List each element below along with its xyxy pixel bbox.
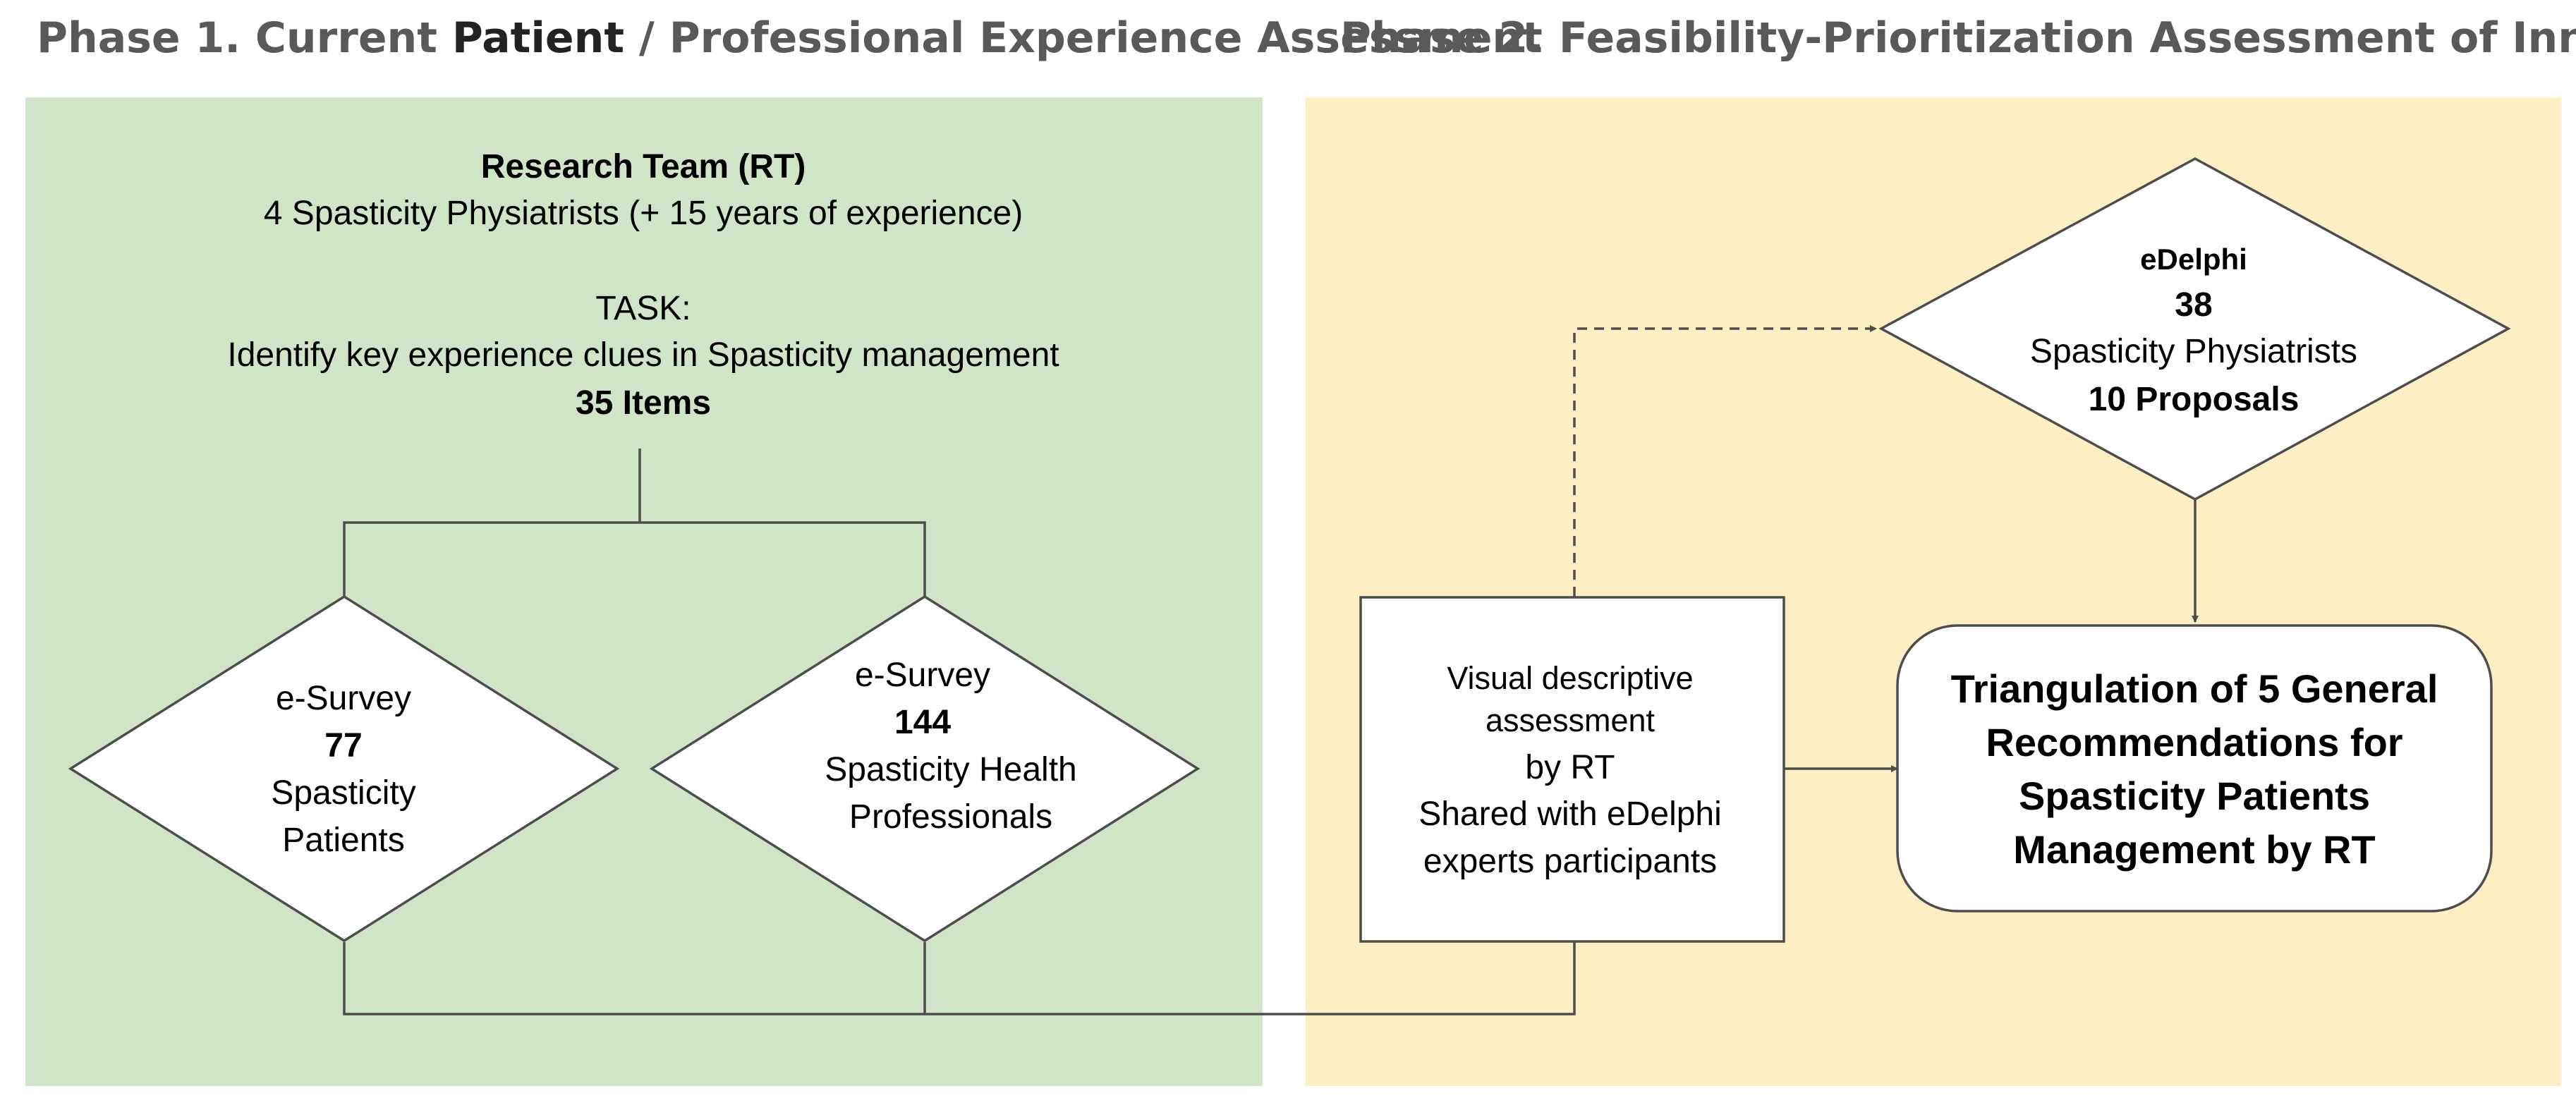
survey-patients-node: e-Survey 77 Spasticity Patients [68, 594, 620, 943]
edelphi-proposals: 10 Proposals [2089, 381, 2299, 418]
survey-professionals-node: e-Survey 144 Spasticity Health Professio… [649, 594, 1201, 943]
visual-assessment-line-2: assessment [1486, 702, 1655, 738]
edelphi-node: eDelphi 38 Spasticity Physiatrists 10 Pr… [1878, 157, 2511, 501]
edelphi-participants: Spasticity Physiatrists [2030, 333, 2357, 370]
task-label: TASK: [595, 290, 691, 327]
survey-professionals-diamond [649, 594, 1201, 943]
task-text: Identify key experience clues in Spastic… [227, 336, 1059, 374]
survey-professionals-line2: Professionals [849, 798, 1052, 836]
survey-patients-count: 77 [324, 727, 362, 764]
visual-assessment-node: Visual descriptive assessment by RT Shar… [1359, 596, 1785, 943]
triangulation-box [1896, 624, 2493, 913]
phase2-title: Phase 2. Feasibility-Prioritization Asse… [1340, 13, 2576, 63]
connector-surveys-to-assessment [343, 942, 1576, 1016]
edelphi-count: 38 [2175, 286, 2212, 324]
phase1-title: Phase 1. Current Patient / Professional … [37, 13, 1543, 63]
visual-assessment-line-1: Visual descriptive [1447, 660, 1693, 696]
survey-patients-line1: Spasticity [271, 774, 415, 812]
connector-assessment-to-edelphi [1573, 325, 1877, 597]
triangulation-node: Triangulation of 5 General Recommendatio… [1896, 624, 2493, 913]
triangulation-line-1: Triangulation of 5 General [1951, 666, 2438, 711]
survey-professionals-count: 144 [894, 704, 951, 741]
survey-professionals-label: e-Survey [855, 657, 990, 694]
connector-survey-split [343, 521, 926, 597]
edelphi-title: eDelphi [2140, 243, 2247, 276]
visual-assessment-line-5: experts participants [1423, 843, 1717, 880]
research-team-block: Research Team (RT) 4 Spasticity Physiatr… [227, 148, 1059, 422]
triangulation-line-4: Management by RT [2013, 827, 2375, 872]
research-team-title: Research Team (RT) [481, 148, 806, 185]
survey-patients-diamond [68, 594, 620, 943]
survey-professionals-line1: Spasticity Health [825, 751, 1077, 788]
edelphi-diamond [1878, 157, 2511, 501]
triangulation-line-2: Recommendations for [1986, 720, 2402, 764]
survey-patients-line2: Patients [282, 822, 404, 859]
phase1-panel [25, 97, 1263, 1086]
survey-patients-label: e-Survey [276, 680, 411, 717]
triangulation-line-3: Spasticity Patients [2019, 774, 2370, 818]
visual-assessment-line-4: Shared with eDelphi [1418, 795, 1722, 833]
task-items-count: 35 Items [576, 384, 711, 422]
visual-assessment-line-3: by RT [1525, 749, 1615, 786]
research-team-subtitle: 4 Spasticity Physiatrists (+ 15 years of… [264, 195, 1023, 232]
visual-assessment-box [1359, 596, 1785, 943]
